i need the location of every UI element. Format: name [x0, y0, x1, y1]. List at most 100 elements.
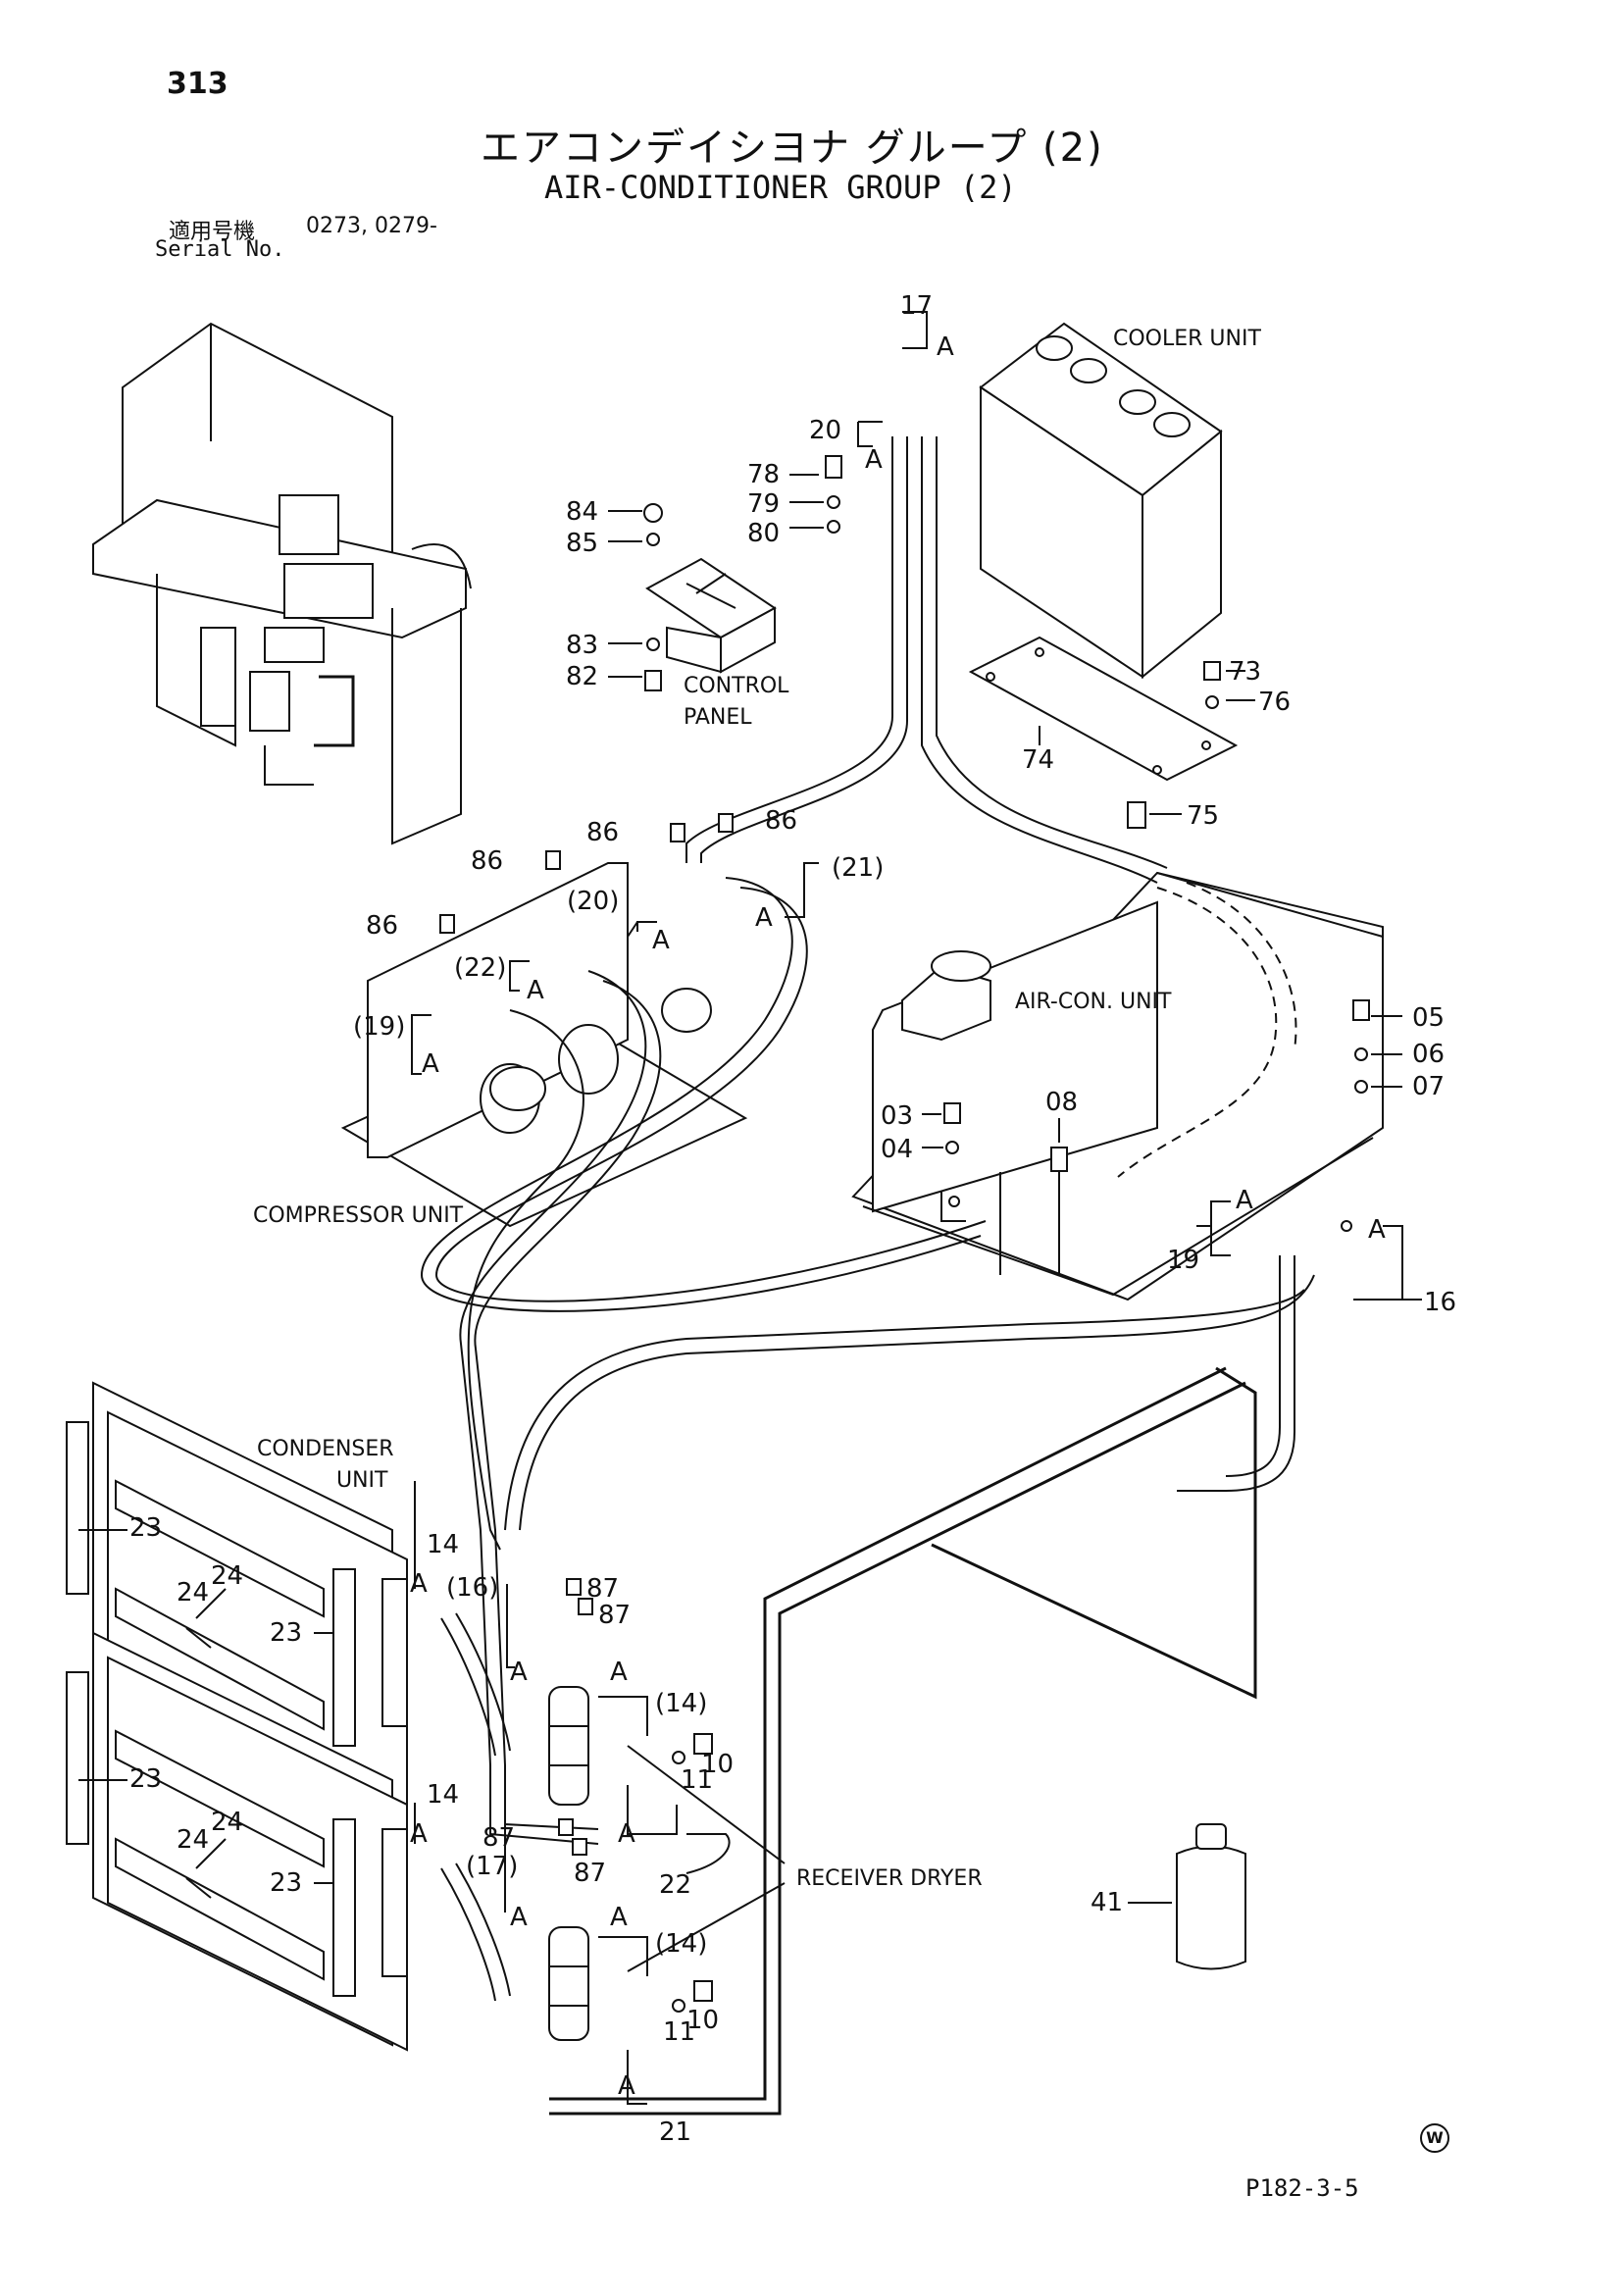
callout-79: 79: [747, 489, 780, 519]
callout-87-a: 87: [586, 1574, 619, 1604]
callout-20-paren: (20): [567, 887, 619, 916]
callout-24-c: 24: [211, 1808, 243, 1837]
callout-A-21: A: [755, 903, 773, 933]
serial-numbers: 0273, 0279-: [306, 214, 437, 238]
callout-A-16: A: [1368, 1215, 1386, 1245]
receiver-dryer-lower: [548, 1926, 589, 2041]
callout-82: 82: [566, 662, 598, 691]
callout-A-20: A: [865, 445, 883, 475]
condenser-unit-upper: [66, 1381, 408, 1807]
compressor-unit: [340, 862, 748, 1228]
callout-05: 05: [1412, 1003, 1445, 1033]
fasteners: [439, 455, 1370, 2013]
label-control-panel-2: PANEL: [684, 705, 752, 730]
page-number: 313: [167, 67, 228, 101]
callout-14-a: 14: [427, 1530, 459, 1559]
callout-16: 16: [1424, 1288, 1456, 1317]
callout-87-d: 87: [574, 1859, 606, 1888]
callout-A-17pl: A: [510, 1903, 528, 1932]
callout-11-a: 11: [681, 1765, 713, 1795]
leader-lines: [78, 311, 1422, 2105]
callout-A-16pr: A: [610, 1658, 628, 1687]
callout-A-22: A: [618, 1819, 635, 1849]
callout-75: 75: [1187, 801, 1219, 831]
callout-A-22p: A: [527, 976, 544, 1005]
callout-86-c: 86: [471, 846, 503, 876]
callout-A-14a: A: [410, 1569, 428, 1599]
callout-73: 73: [1229, 657, 1261, 687]
reference-code: P182-3-5: [1245, 2174, 1359, 2202]
callout-76: 76: [1258, 688, 1291, 717]
callout-85: 85: [566, 529, 598, 558]
callout-17: 17: [900, 291, 933, 321]
callout-19-paren: (19): [353, 1012, 405, 1042]
callout-74: 74: [1022, 745, 1054, 775]
title-english: AIR-CONDITIONER GROUP (2): [544, 169, 1017, 206]
callout-23-d: 23: [270, 1868, 302, 1898]
callout-22-paren: (22): [454, 953, 506, 983]
callout-A-17: A: [937, 332, 954, 362]
callout-86-a: 86: [586, 818, 619, 847]
callout-14-paren-b: (14): [655, 1929, 707, 1959]
callout-17-paren: (17): [466, 1852, 518, 1881]
callout-11-b: 11: [663, 2017, 695, 2047]
callout-21: 21: [659, 2117, 691, 2147]
label-condenser-unit-2: UNIT: [336, 1468, 388, 1493]
cooler-unit: [968, 322, 1239, 782]
label-aircon-unit: AIR-CON. UNIT: [1015, 990, 1172, 1014]
callout-87-c: 87: [482, 1823, 515, 1853]
callout-14-paren-a: (14): [655, 1689, 707, 1718]
serial-label-en: Serial No.: [155, 237, 285, 262]
callout-A-21b: A: [618, 2071, 635, 2101]
callout-24-a: 24: [211, 1561, 243, 1591]
callout-23-a: 23: [129, 1513, 162, 1543]
callout-84: 84: [566, 497, 598, 527]
control-panel: [645, 557, 777, 674]
callout-A-16pl: A: [510, 1658, 528, 1687]
callout-08: 08: [1045, 1088, 1078, 1117]
part-callouts: 17 A 20 A 78 79 80 84 85 83 82 73 76 74 …: [129, 291, 1456, 2147]
label-control-panel-1: CONTROL: [684, 674, 789, 698]
callout-24-d: 24: [177, 1825, 209, 1855]
callout-23-c: 23: [129, 1764, 162, 1794]
callout-21-paren: (21): [832, 853, 884, 883]
condenser-unit-lower: [66, 1631, 408, 2052]
callout-16-paren: (16): [446, 1573, 498, 1603]
callout-06: 06: [1412, 1040, 1445, 1069]
callout-07: 07: [1412, 1072, 1445, 1101]
title-japanese: エアコンデイシヨナ グループ (2): [481, 126, 1104, 171]
spare-receiver-41: [1176, 1823, 1246, 1970]
callout-03: 03: [881, 1101, 913, 1131]
callout-10-a: 10: [701, 1750, 734, 1779]
callout-A-19p: A: [422, 1049, 439, 1079]
callout-23-b: 23: [270, 1618, 302, 1648]
callout-04: 04: [881, 1135, 913, 1164]
callout-86-b: 86: [765, 806, 797, 836]
callout-87-b: 87: [598, 1601, 631, 1630]
callout-78: 78: [747, 460, 780, 489]
callout-24-b: 24: [177, 1578, 209, 1607]
callout-A-20p: A: [652, 926, 670, 955]
serial-label-jp: 適用号機: [169, 220, 256, 244]
label-cooler-unit: COOLER UNIT: [1113, 327, 1261, 351]
callout-14-b: 14: [427, 1780, 459, 1810]
callout-10-b: 10: [686, 2006, 719, 2035]
receiver-dryer-upper: [548, 1686, 589, 1806]
label-compressor-unit: COMPRESSOR UNIT: [253, 1203, 464, 1228]
label-receiver-dryer: RECEIVER DRYER: [796, 1866, 983, 1891]
watermark-circle-icon: W: [1420, 2123, 1449, 2153]
callout-22: 22: [659, 1870, 691, 1900]
callout-19: 19: [1167, 1246, 1199, 1275]
callout-86-d: 86: [366, 911, 398, 941]
callout-A-14b: A: [410, 1819, 428, 1849]
callout-41: 41: [1091, 1888, 1123, 1917]
hoses: [420, 436, 1315, 2116]
aircon-unit: [851, 871, 1384, 1301]
callout-80: 80: [747, 519, 780, 548]
callout-20: 20: [809, 416, 841, 445]
callout-83: 83: [566, 631, 598, 660]
callout-A-17pr: A: [610, 1903, 628, 1932]
label-condenser-unit-1: CONDENSER: [257, 1437, 394, 1461]
cab-illustration: [92, 322, 472, 845]
